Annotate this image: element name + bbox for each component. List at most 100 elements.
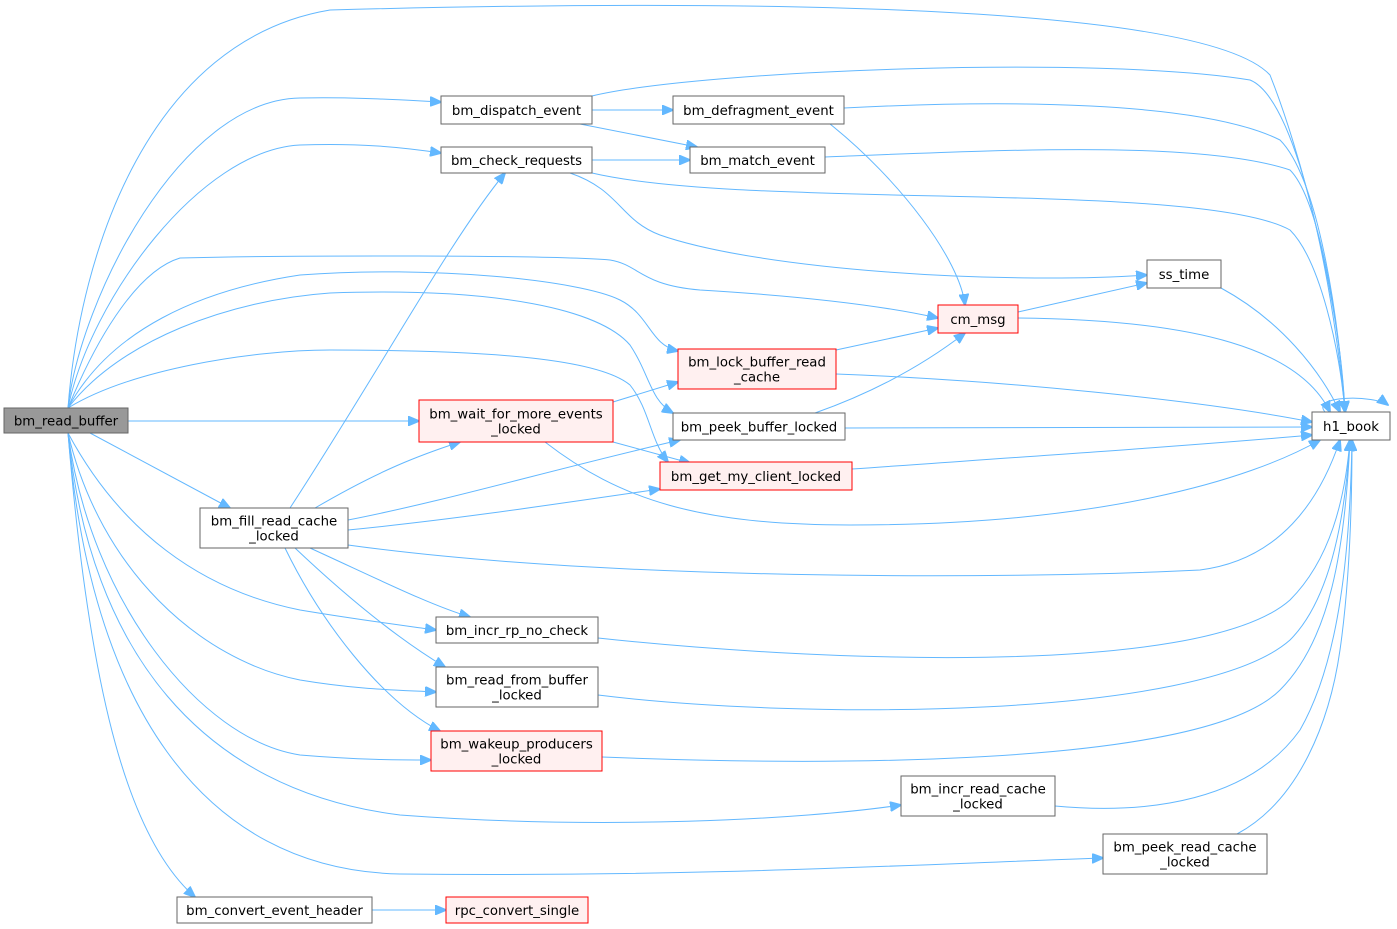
edge-bm_dispatch_event-to-bm_match_event	[579, 123, 697, 147]
edge-bm_read_buffer-to-cm_msg	[67, 255, 938, 409]
node-label: bm_incr_rp_no_check	[446, 624, 589, 639]
node-label: bm_read_buffer	[14, 415, 119, 430]
edge-bm_wait_for_more_events_locked-to-h1_book	[544, 440, 1320, 526]
node-box-rpc_convert_single[interactable]	[445, 896, 589, 924]
node-layer: bm_read_buffer bm_dispatch_event bm_check_…	[3, 95, 1391, 924]
node-label: h1_book	[1323, 420, 1379, 435]
node-box-bm_check_requests[interactable]	[440, 146, 593, 174]
edge-layer	[67, 4, 1388, 910]
node-ss_time[interactable]: ss_time	[1146, 259, 1222, 289]
node-label: _locked	[491, 753, 542, 768]
node-box-bm_read_buffer[interactable]	[3, 407, 129, 434]
node-bm_wakeup_producers_locked[interactable]: bm_wakeup_producers_locked	[430, 730, 603, 772]
node-label: cm_msg	[950, 313, 1005, 328]
edge-bm_read_buffer-to-bm_check_requests	[67, 143, 441, 409]
edge-bm_incr_rp_no_check-to-h1_book	[597, 440, 1350, 659]
edge-bm_lock_buffer_read_cache-to-h1_book	[835, 373, 1312, 422]
edge-cm_msg-to-h1_book	[1017, 317, 1330, 412]
edge-bm_read_buffer-to-bm_peek_buffer_locked	[67, 291, 673, 413]
edge-bm_fill_read_cache_locked-to-bm_check_requests	[289, 173, 505, 509]
node-bm_convert_event_header[interactable]: bm_convert_event_header	[176, 896, 373, 924]
node-rpc_convert_single[interactable]: rpc_convert_single	[445, 896, 589, 924]
node-box-bm_dispatch_event[interactable]	[440, 95, 593, 125]
edge-bm_fill_read_cache_locked-to-bm_get_my_client_locked	[347, 489, 660, 531]
node-h1_book[interactable]: h1_book	[1311, 411, 1391, 441]
node-label: ss_time	[1159, 268, 1210, 283]
node-bm_lock_buffer_read_cache[interactable]: bm_lock_buffer_read_cache	[677, 348, 837, 390]
node-box-bm_peek_buffer_locked[interactable]	[672, 412, 846, 441]
node-box-bm_defragment_event[interactable]	[672, 95, 845, 125]
edge-bm_peek_read_cache_locked-to-h1_book	[1236, 440, 1352, 835]
edge-bm_defragment_event-to-cm_msg	[829, 123, 965, 305]
node-bm_read_from_buffer_locked[interactable]: bm_read_from_buffer_locked	[435, 666, 599, 708]
node-box-bm_wakeup_producers_locked[interactable]	[430, 730, 603, 772]
edge-bm_check_requests-to-h1_book	[591, 172, 1345, 412]
edge-bm_lock_buffer_read_cache-to-cm_msg	[835, 328, 938, 351]
node-label: _locked	[952, 798, 1003, 813]
edge-bm_wait_for_more_events_locked-to-bm_get_my_client_locked	[612, 441, 690, 463]
node-box-bm_incr_rp_no_check[interactable]	[435, 616, 599, 644]
node-label: bm_fill_read_cache	[211, 515, 337, 530]
node-box-bm_get_my_client_locked[interactable]	[659, 461, 853, 491]
node-bm_incr_rp_no_check[interactable]: bm_incr_rp_no_check	[435, 616, 599, 644]
node-box-cm_msg[interactable]	[937, 304, 1019, 334]
node-label: _locked	[491, 689, 542, 704]
node-label: bm_wait_for_more_events	[429, 408, 603, 423]
node-box-bm_peek_read_cache_locked[interactable]	[1102, 833, 1268, 875]
node-box-bm_incr_read_cache_locked[interactable]	[900, 775, 1056, 817]
edge-bm_peek_buffer_locked-to-h1_book	[844, 427, 1312, 428]
node-bm_fill_read_cache_locked[interactable]: bm_fill_read_cache_locked	[199, 507, 349, 549]
edge-bm_fill_read_cache_locked-to-bm_peek_buffer_locked	[347, 440, 680, 521]
node-label: bm_dispatch_event	[452, 104, 581, 119]
node-bm_peek_buffer_locked[interactable]: bm_peek_buffer_locked	[672, 412, 846, 441]
edge-bm_fill_read_cache_locked-to-h1_book	[347, 440, 1340, 577]
node-label: bm_peek_buffer_locked	[681, 421, 838, 436]
node-box-bm_read_from_buffer_locked[interactable]	[435, 666, 599, 708]
node-label: _locked	[490, 423, 541, 438]
edge-bm_read_buffer-to-bm_peek_read_cache_locked	[67, 432, 1103, 875]
node-label: bm_lock_buffer_read	[688, 356, 826, 371]
edge-bm_fill_read_cache_locked-to-bm_wait_for_more_events_locked	[314, 442, 460, 509]
edge-bm_wakeup_producers_locked-to-h1_book	[601, 440, 1350, 762]
edge-bm_peek_buffer_locked-to-cm_msg	[814, 333, 965, 414]
node-bm_incr_read_cache_locked[interactable]: bm_incr_read_cache_locked	[900, 775, 1056, 817]
edge-bm_read_buffer-to-bm_incr_read_cache_locked	[67, 432, 901, 823]
edge-bm_check_requests-to-ss_time	[569, 172, 1147, 278]
edge-bm_read_buffer-to-bm_convert_event_header	[67, 432, 195, 897]
node-bm_read_buffer[interactable]: bm_read_buffer	[3, 407, 129, 434]
edge-bm_read_buffer-to-bm_dispatch_event	[67, 98, 441, 409]
node-label: bm_defragment_event	[683, 104, 834, 119]
node-box-bm_wait_for_more_events_locked[interactable]	[418, 399, 614, 443]
node-box-ss_time[interactable]	[1146, 259, 1222, 289]
node-label: bm_incr_read_cache	[910, 783, 1046, 798]
edge-bm_incr_read_cache_locked-to-h1_book	[1054, 440, 1352, 809]
node-cm_msg[interactable]: cm_msg	[937, 304, 1019, 334]
node-bm_match_event[interactable]: bm_match_event	[689, 146, 826, 174]
node-bm_check_requests[interactable]: bm_check_requests	[440, 146, 593, 174]
node-bm_defragment_event[interactable]: bm_defragment_event	[672, 95, 845, 125]
node-box-bm_convert_event_header[interactable]	[176, 896, 373, 924]
node-box-bm_fill_read_cache_locked[interactable]	[199, 507, 349, 549]
node-label: _cache	[733, 371, 780, 386]
edge-bm_read_from_buffer_locked-to-h1_book	[597, 440, 1350, 711]
node-label: rpc_convert_single	[455, 904, 579, 919]
edge-bm_fill_read_cache_locked-to-bm_incr_rp_no_check	[309, 547, 470, 617]
node-label: _locked	[248, 530, 299, 545]
node-label: bm_peek_read_cache	[1113, 841, 1256, 856]
edge-bm_read_buffer-to-bm_wakeup_producers_locked	[67, 432, 431, 760]
edge-cm_msg-to-ss_time	[1017, 283, 1147, 313]
edge-ss_time-to-h1_book	[1220, 287, 1340, 412]
node-box-bm_match_event[interactable]	[689, 146, 826, 174]
node-box-bm_lock_buffer_read_cache[interactable]	[677, 348, 837, 390]
node-bm_get_my_client_locked[interactable]: bm_get_my_client_locked	[659, 461, 853, 491]
node-label: bm_wakeup_producers	[440, 738, 593, 753]
node-label: bm_get_my_client_locked	[671, 470, 841, 485]
edge-h1_book-to-h1_book	[1322, 398, 1388, 413]
node-box-h1_book[interactable]	[1311, 411, 1391, 441]
edge-bm_fill_read_cache_locked-to-bm_read_from_buffer_locked	[294, 547, 445, 667]
edge-bm_get_my_client_locked-to-h1_book	[851, 435, 1312, 470]
node-bm_dispatch_event[interactable]: bm_dispatch_event	[440, 95, 593, 125]
node-bm_wait_for_more_events_locked[interactable]: bm_wait_for_more_events_locked	[418, 399, 614, 443]
node-bm_peek_read_cache_locked[interactable]: bm_peek_read_cache_locked	[1102, 833, 1268, 875]
